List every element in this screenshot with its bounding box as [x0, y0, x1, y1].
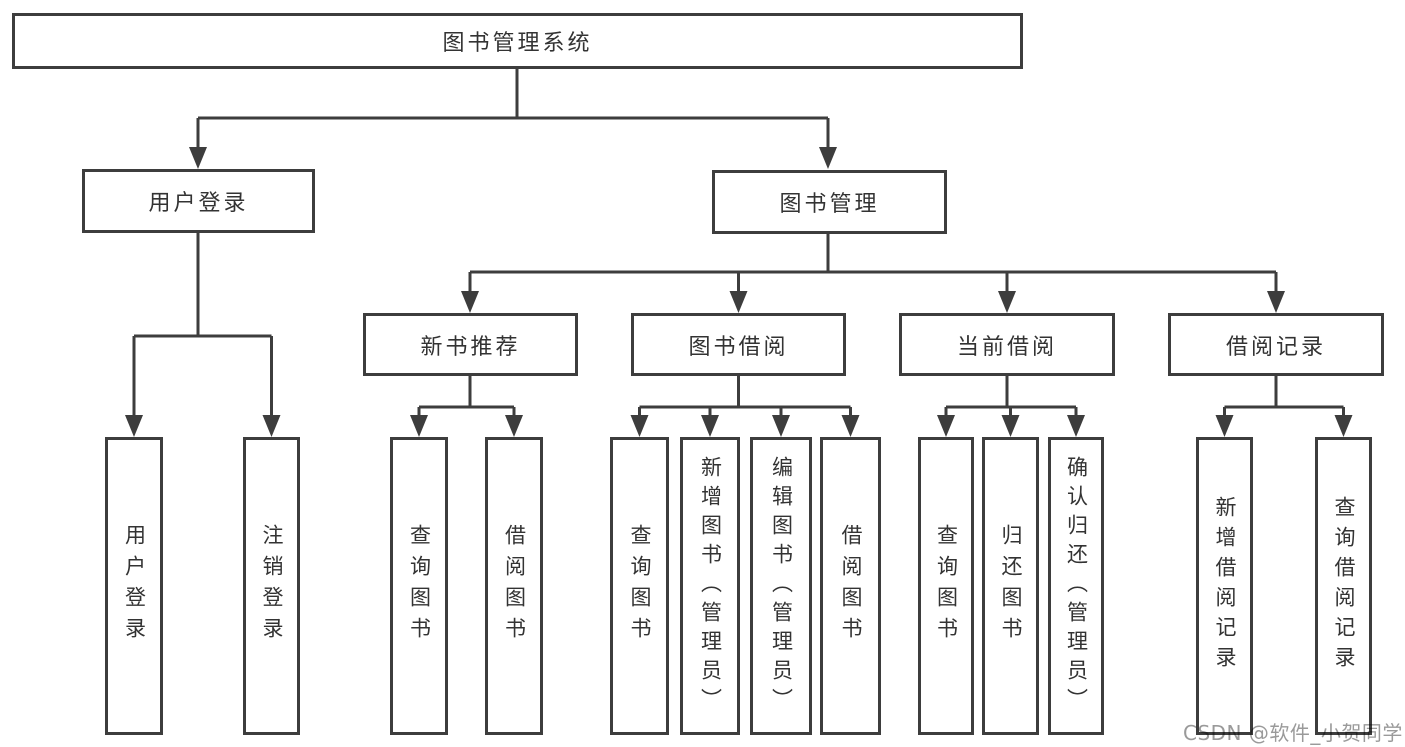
- csdn-watermark: CSDN @软件_小贺同学: [1183, 721, 1403, 745]
- leaf-borrowing-add-books-admin-label: 新增图书（管理员）: [698, 455, 723, 717]
- arrowheads: [125, 147, 1353, 437]
- leaf-borrowing-borrow-books: 借阅图书: [820, 437, 881, 735]
- leaf-current-return-books-label: 归还图书: [999, 524, 1023, 648]
- node-book-borrowing-label: 图书借阅: [688, 334, 789, 360]
- leaf-borrowing-add-books-admin: 新增图书（管理员）: [680, 437, 740, 735]
- node-root-library-system: 图书管理系统: [12, 13, 1023, 69]
- node-user-login: 用户登录: [82, 169, 315, 233]
- node-root-label: 图书管理系统: [442, 31, 593, 56]
- node-current-borrowing-label: 当前借阅: [956, 334, 1057, 360]
- leaf-current-query-books: 查询图书: [918, 437, 974, 735]
- node-book-management: 图书管理: [712, 170, 947, 234]
- node-borrowing-records: 借阅记录: [1168, 313, 1384, 376]
- leaf-current-confirm-return-admin: 确认归还（管理员）: [1048, 437, 1104, 735]
- leaf-recommend-query-books-label: 查询图书: [407, 524, 432, 648]
- leaf-borrowing-edit-books-admin-label: 编辑图书（管理员）: [769, 455, 794, 717]
- leaf-records-query-record-label: 查询借阅记录: [1332, 496, 1356, 676]
- leaf-borrowing-edit-books-admin: 编辑图书（管理员）: [750, 437, 812, 735]
- leaf-borrowing-query-books: 查询图书: [610, 437, 669, 735]
- leaf-recommend-query-books: 查询图书: [390, 437, 448, 735]
- leaf-recommend-borrow-books-label: 借阅图书: [502, 524, 527, 648]
- leaf-records-query-record: 查询借阅记录: [1315, 437, 1372, 735]
- node-book-borrowing: 图书借阅: [631, 313, 846, 376]
- leaf-logout: 注销登录: [243, 437, 300, 735]
- leaf-current-return-books: 归还图书: [982, 437, 1039, 735]
- node-book-management-label: 图书管理: [779, 192, 880, 217]
- leaf-current-confirm-return-admin-label: 确认归还（管理员）: [1064, 455, 1089, 717]
- leaf-recommend-borrow-books: 借阅图书: [485, 437, 543, 735]
- node-user-login-label: 用户登录: [148, 191, 249, 216]
- node-new-book-recommend-label: 新书推荐: [420, 334, 521, 360]
- leaf-borrowing-query-books-label: 查询图书: [628, 524, 652, 648]
- leaf-user-login-label: 用户登录: [122, 524, 147, 648]
- leaf-records-add-record: 新增借阅记录: [1196, 437, 1253, 735]
- node-new-book-recommend: 新书推荐: [363, 313, 578, 376]
- leaf-borrowing-borrow-books-label: 借阅图书: [839, 524, 863, 648]
- node-current-borrowing: 当前借阅: [899, 313, 1115, 376]
- leaf-records-add-record-label: 新增借阅记录: [1213, 496, 1237, 676]
- leaf-current-query-books-label: 查询图书: [934, 524, 959, 648]
- node-borrowing-records-label: 借阅记录: [1225, 334, 1326, 360]
- leaf-logout-label: 注销登录: [260, 524, 284, 648]
- leaf-user-login: 用户登录: [105, 437, 163, 735]
